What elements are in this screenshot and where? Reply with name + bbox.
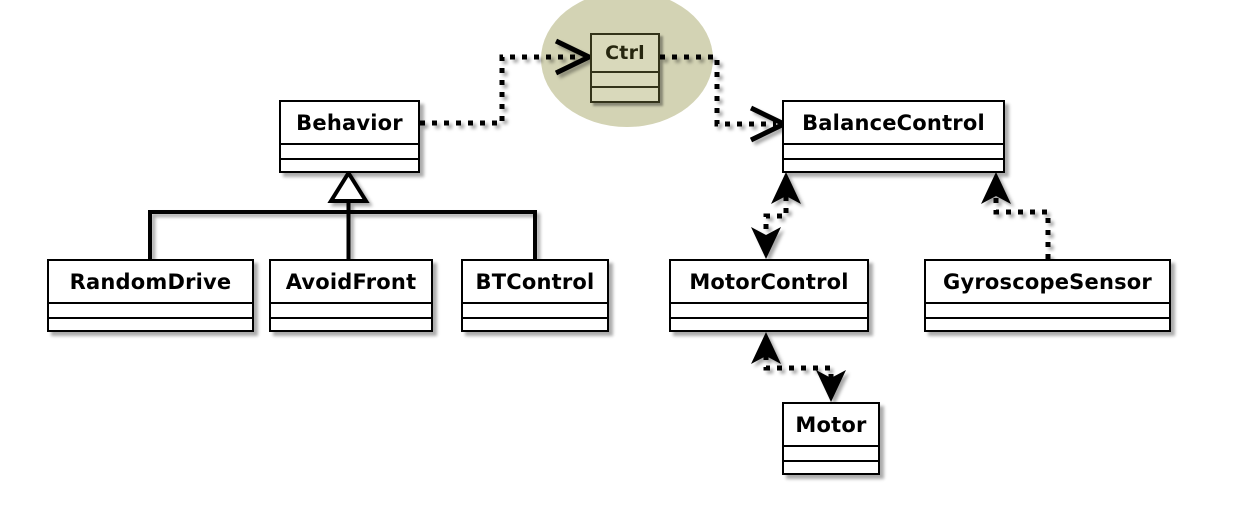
class-operations-balancecontrol (784, 160, 1003, 171)
class-attributes-avoidfront (271, 304, 431, 319)
uml-class-randomdrive[interactable]: RandomDrive (47, 259, 254, 332)
uml-class-ctrl[interactable]: Ctrl (590, 33, 660, 103)
class-attributes-ctrl (592, 73, 658, 88)
class-attributes-balancecontrol (784, 145, 1003, 160)
class-name-ctrl: Ctrl (592, 35, 658, 73)
uml-class-avoidfront[interactable]: AvoidFront (269, 259, 433, 332)
class-attributes-btcontrol (463, 304, 607, 319)
class-name-motorcontrol: MotorControl (671, 261, 867, 304)
class-attributes-motor (784, 447, 878, 462)
edge-motorcontrol-motor (751, 332, 846, 402)
class-attributes-behavior (281, 145, 418, 160)
edge-behavior-generalization (148, 169, 537, 259)
class-operations-randomdrive (49, 319, 252, 330)
class-name-gyroscopesensor: GyroscopeSensor (926, 261, 1169, 304)
edge-gyroscopesensor-balancecontrol (981, 172, 1051, 259)
uml-class-motor[interactable]: Motor (782, 402, 880, 475)
class-name-randomdrive: RandomDrive (49, 261, 252, 304)
class-operations-motorcontrol (671, 319, 867, 330)
class-name-avoidfront: AvoidFront (271, 261, 431, 304)
class-attributes-motorcontrol (671, 304, 867, 319)
class-operations-btcontrol (463, 319, 607, 330)
class-name-balancecontrol: BalanceControl (784, 102, 1003, 145)
class-name-btcontrol: BTControl (463, 261, 607, 304)
class-operations-avoidfront (271, 319, 431, 330)
uml-class-btcontrol[interactable]: BTControl (461, 259, 609, 332)
class-name-behavior: Behavior (281, 102, 418, 145)
class-attributes-randomdrive (49, 304, 252, 319)
edge-behavior-uses-ctrl (420, 38, 595, 126)
uml-class-gyroscopesensor[interactable]: GyroscopeSensor (924, 259, 1171, 332)
class-name-motor: Motor (784, 404, 878, 447)
class-operations-ctrl (592, 88, 658, 101)
class-operations-gyroscopesensor (926, 319, 1169, 330)
class-operations-motor (784, 462, 878, 473)
uml-class-behavior[interactable]: Behavior (279, 100, 420, 173)
uml-class-motorcontrol[interactable]: MotorControl (669, 259, 869, 332)
class-operations-behavior (281, 160, 418, 171)
edge-balancecontrol-motorcontrol (751, 172, 801, 259)
uml-class-balancecontrol[interactable]: BalanceControl (782, 100, 1005, 173)
class-attributes-gyroscopesensor (926, 304, 1169, 319)
